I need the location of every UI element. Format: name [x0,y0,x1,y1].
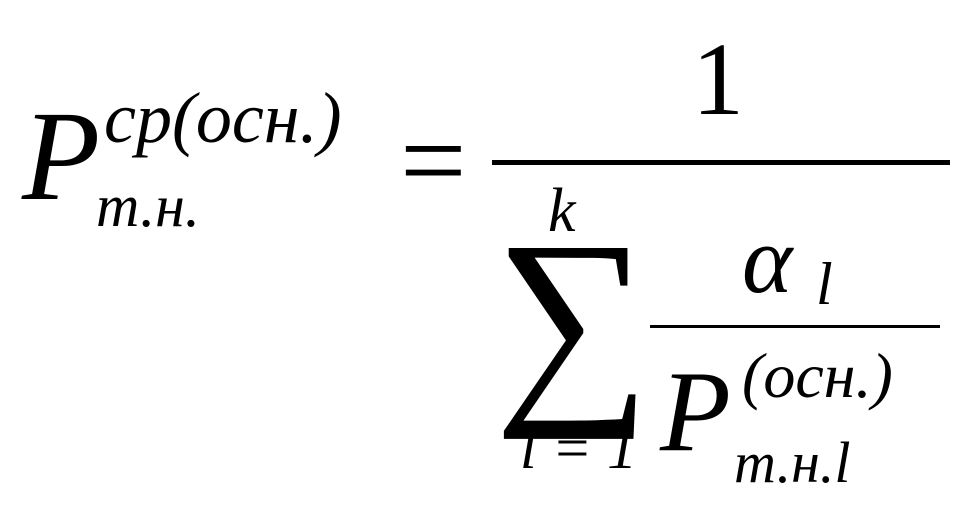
fraction-numerator: 1 [692,22,744,137]
lhs-symbol: P [22,85,101,227]
lhs-superscript: ср(осн.) [104,78,342,158]
alpha-subscript: l [816,251,833,317]
sum-upper-limit: k [548,177,576,245]
lhs-subscript: т.н. [96,173,200,239]
sum-lower-limit: l = 1 [520,415,638,481]
equals-sign: = [400,95,467,226]
fraction-bar [492,160,950,165]
alpha-symbol: α [742,206,793,313]
denominator-superscript: (осн.) [742,340,893,411]
denominator-subscript: т.н.l [734,430,851,495]
inner-fraction-bar [650,325,940,328]
denominator-symbol: P [660,348,731,476]
summation-sign: ∑ [494,196,651,440]
